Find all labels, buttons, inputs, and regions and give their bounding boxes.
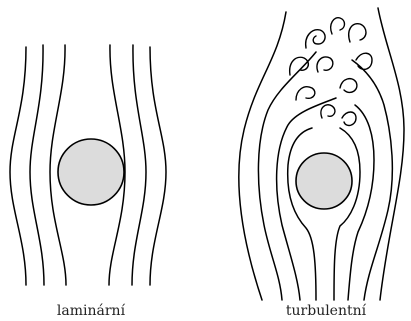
laminar-caption: laminární [57, 303, 126, 319]
turbulent-panel: turbulentní [239, 8, 404, 319]
turbulent-eddy-1 [290, 57, 309, 75]
laminar-streamline-5 [132, 45, 146, 285]
turbulent-eddy-2 [306, 30, 325, 48]
turbulent-eddy-6 [317, 57, 333, 72]
laminar-streamline-1 [10, 47, 26, 285]
turbulent-streamline-outer-right [378, 8, 404, 300]
turbulent-caption: turbulentní [286, 303, 367, 319]
turbulent-obstacle [296, 153, 352, 209]
turbulent-eddy-3 [331, 18, 345, 34]
laminar-streamline-2 [30, 45, 44, 285]
turbulent-eddy-5 [356, 53, 372, 69]
turbulent-eddy-10 [342, 112, 356, 125]
laminar-panel: laminární [10, 45, 166, 319]
laminar-streamline-6 [150, 47, 166, 285]
laminar-obstacle [58, 139, 124, 205]
turbulent-eddy-8 [340, 79, 357, 93]
turbulent-eddy-9 [321, 105, 335, 118]
turbulent-streamline-right-3 [334, 128, 360, 300]
turbulent-streamline-left-3 [288, 128, 316, 300]
turbulent-streamline-outer-left [239, 12, 286, 300]
turbulent-eddy-4 [349, 24, 366, 42]
turbulent-eddy-7 [296, 87, 315, 100]
